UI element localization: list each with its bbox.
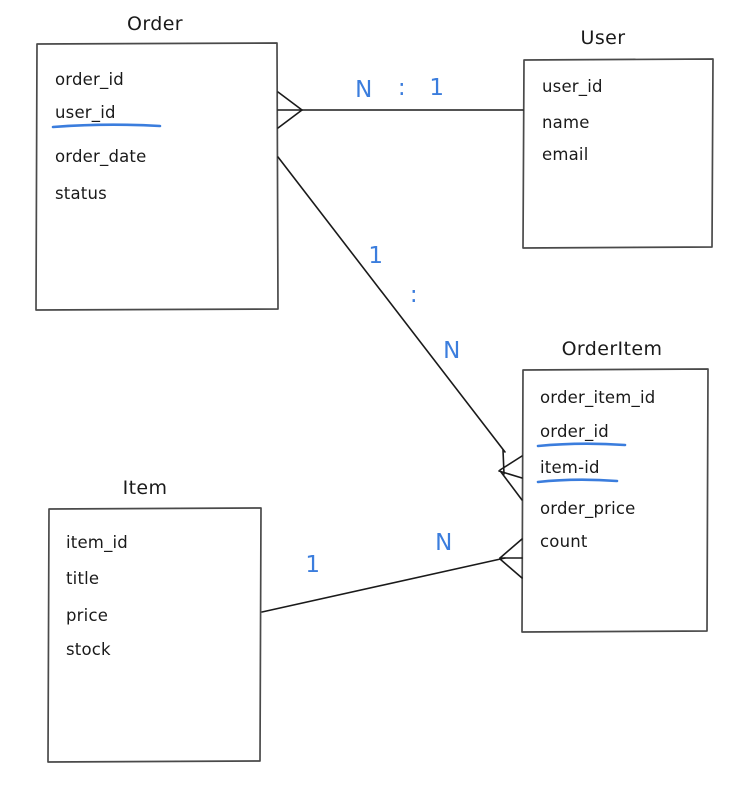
attr-item-price: price — [66, 606, 108, 625]
entity-order-box — [35, 42, 279, 311]
attr-item-item_id: item_id — [66, 533, 128, 553]
attr-order-order_id: order_id — [55, 70, 124, 90]
attr-orderitem-order_price: order_price — [540, 499, 636, 519]
relationship-order-orderitem[interactable] — [277, 156, 523, 501]
cardinality-label-one-item-orderitem: 1 — [305, 552, 320, 578]
entity-item[interactable]: Item item_id title price stock — [47, 477, 262, 763]
attr-orderitem-item-id-underline — [536, 478, 619, 484]
entity-item-title: Item — [123, 477, 168, 499]
crowsfoot-order-orderitem — [498, 449, 523, 501]
relationship-item-orderitem[interactable] — [261, 538, 523, 613]
entity-user-title: User — [581, 27, 626, 49]
attr-item-stock: stock — [66, 640, 111, 659]
crowsfoot-order-user — [277, 91, 303, 129]
entity-orderitem-title: OrderItem — [562, 338, 663, 360]
attr-orderitem-order_item_id: order_item_id — [540, 388, 655, 408]
attr-order-status: status — [55, 184, 107, 203]
entity-user-box — [522, 58, 714, 249]
attr-order-user_id-underline — [51, 123, 162, 129]
attr-orderitem-order_id-underline — [536, 442, 627, 448]
entity-order[interactable]: Order order_id user_id order_date status — [35, 13, 279, 311]
crowsfoot-item-orderitem — [499, 538, 523, 579]
entity-item-box — [47, 507, 262, 763]
relationship-order-user[interactable] — [277, 91, 524, 129]
cardinality-label-one-order-orderitem: 1 — [368, 243, 383, 269]
attr-user-name: name — [542, 113, 590, 132]
attr-orderitem-item-id: item-id — [540, 458, 600, 477]
attr-order-order_date: order_date — [55, 147, 146, 167]
attr-orderitem-count: count — [540, 532, 588, 551]
relationship-order-orderitem-line — [277, 156, 506, 453]
cardinality-label-n-order-orderitem: N — [443, 338, 461, 364]
attr-user-user_id: user_id — [542, 77, 603, 97]
entity-orderitem-box — [521, 368, 709, 633]
cardinality-label-n-order-user: N — [355, 77, 373, 103]
cardinality-separator-order-user: : — [398, 75, 406, 101]
attr-orderitem-order_id: order_id — [540, 422, 609, 442]
entity-orderitem[interactable]: OrderItem order_item_id order_id item-id… — [521, 338, 709, 633]
cardinality-label-n-item-orderitem: N — [435, 530, 453, 556]
relationship-item-orderitem-line — [261, 557, 506, 613]
entity-user[interactable]: User user_id name email — [522, 27, 714, 249]
attr-user-email: email — [542, 145, 589, 164]
entity-order-title: Order — [127, 13, 183, 35]
attr-order-user_id: user_id — [55, 103, 116, 123]
cardinality-label-one-order-user: 1 — [429, 75, 444, 101]
attr-item-title: title — [66, 569, 99, 588]
cardinality-separator-order-orderitem: : — [410, 282, 418, 308]
